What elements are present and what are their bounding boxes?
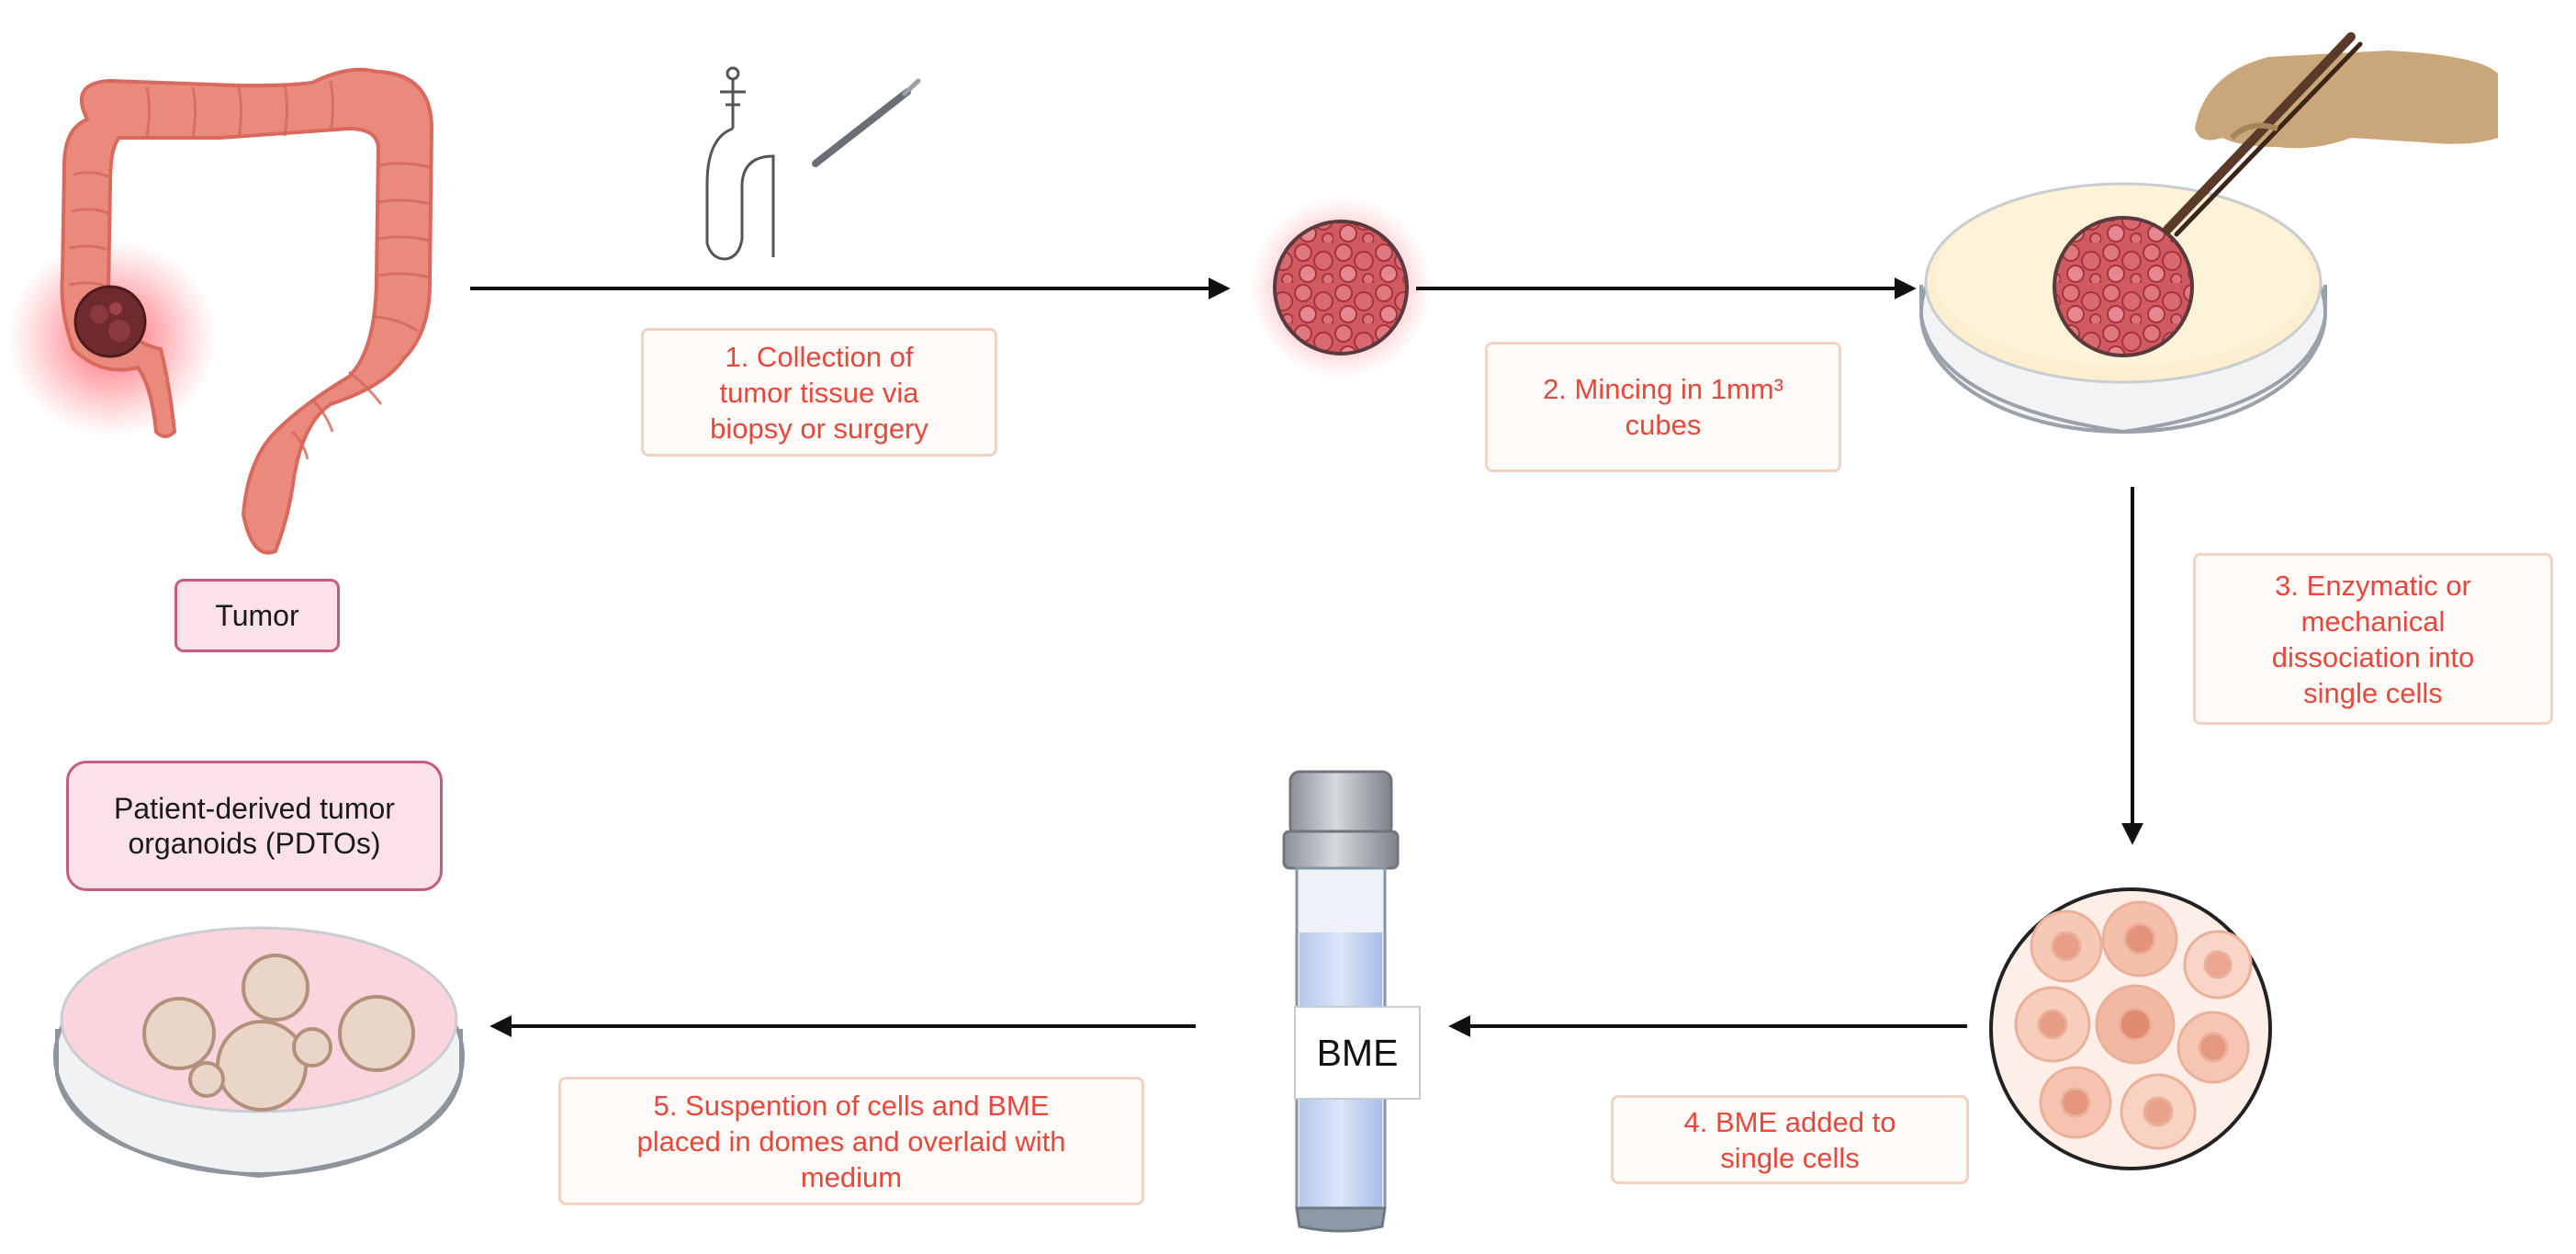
step3-box: 3. Enzymatic or mechanical dissociation …	[2193, 553, 2553, 725]
bme-tube-label: BME	[1316, 1031, 1399, 1074]
arrows	[470, 277, 2143, 1037]
petri-dish-icon	[1919, 182, 2327, 435]
step5-box: 5. Suspention of cells and BME placed in…	[558, 1077, 1144, 1205]
hand-forceps-icon	[2163, 32, 2498, 237]
single-cells-icon	[1989, 887, 2272, 1170]
colon-icon	[6, 67, 434, 555]
organoid-dish-icon	[53, 926, 465, 1179]
scalpel-icon	[812, 78, 921, 167]
tumor-label: Tumor	[174, 579, 340, 652]
endoscope-icon	[705, 66, 775, 261]
step1-box: 1. Collection of tumor tissue via biopsy…	[641, 328, 997, 457]
step2-box: 2. Mincing in 1mm³ cubes	[1485, 342, 1841, 472]
tissue-sphere-icon	[1249, 196, 1433, 379]
bme-tube-icon	[1282, 770, 1421, 1233]
step4-box: 4. BME added to single cells	[1611, 1095, 1969, 1184]
pdto-label: Patient-derived tumor organoids (PDTOs)	[66, 761, 443, 891]
